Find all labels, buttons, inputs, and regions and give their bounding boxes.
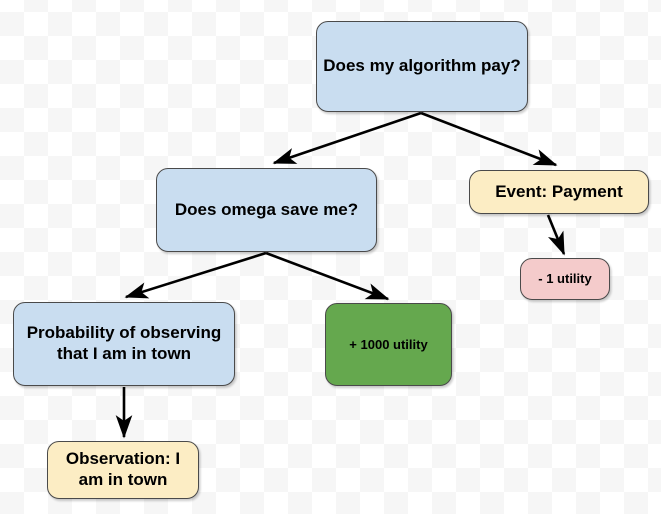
edge-root-to-omega — [272, 111, 422, 165]
edge-omega-to-plus — [265, 251, 390, 301]
node-minus-1-utility[interactable]: - 1 utility — [520, 258, 610, 300]
node-observation-i-am-in-town[interactable]: Observation: I am in town — [47, 441, 199, 499]
node-plus-1000-utility[interactable]: + 1000 utility — [325, 303, 452, 386]
node-probability-of-observing-in-town[interactable]: Probability of observing that I am in to… — [13, 302, 235, 386]
edge-payment-to-minus — [546, 214, 566, 256]
node-does-omega-save-me[interactable]: Does omega save me? — [156, 168, 377, 252]
edge-omega-to-prob — [124, 251, 267, 299]
node-event-payment[interactable]: Event: Payment — [469, 170, 649, 214]
edge-root-to-payment — [420, 111, 558, 167]
node-does-my-algorithm-pay[interactable]: Does my algorithm pay? — [316, 21, 528, 112]
